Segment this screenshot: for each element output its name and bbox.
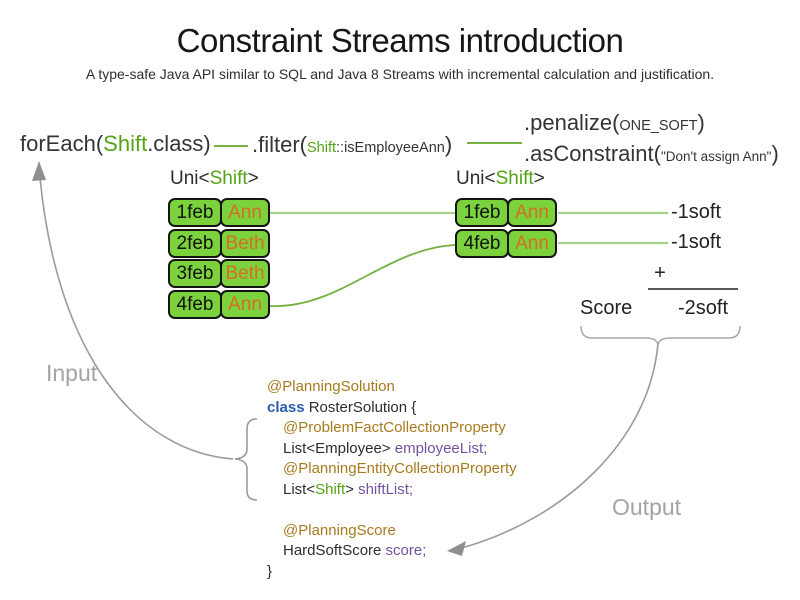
input-arrow-curve: [39, 177, 234, 460]
input-arrowhead-icon: [32, 161, 46, 181]
row-connector-4feb: [269, 244, 457, 307]
input-brace: [234, 418, 258, 501]
output-arrow-curve: [457, 342, 659, 550]
output-arrowhead-icon: [447, 541, 466, 556]
output-brace: [580, 325, 741, 346]
